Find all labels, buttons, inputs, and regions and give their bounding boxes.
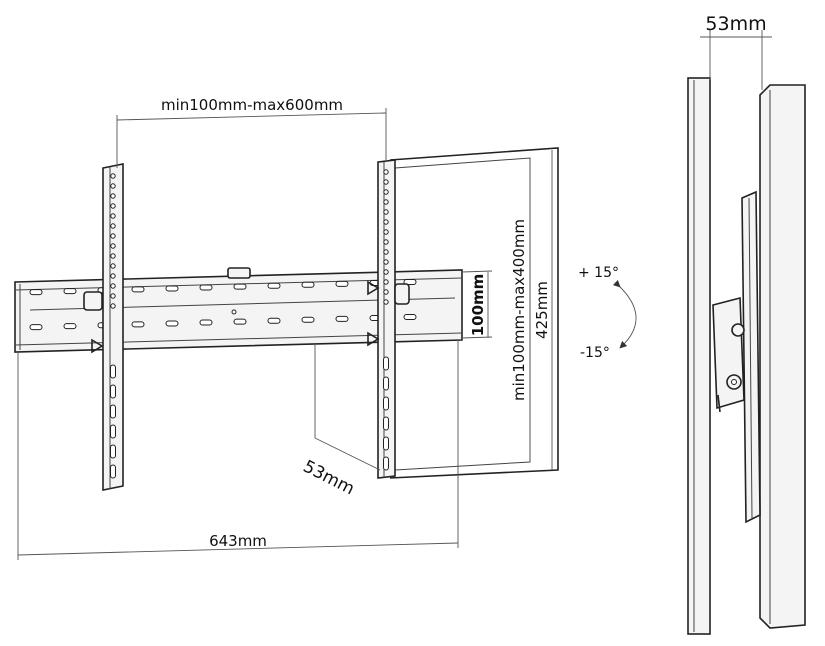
arm-hole <box>110 293 116 299</box>
arm-hole <box>110 273 116 279</box>
bracket-slot <box>267 317 281 324</box>
arm-hole <box>383 189 389 195</box>
arm-hole <box>110 233 116 239</box>
rail-spacing-label: 100mm <box>469 274 487 337</box>
bracket-slot <box>301 281 315 288</box>
arm-slot <box>383 436 389 451</box>
arm-hole <box>383 229 389 235</box>
arm-hole <box>110 193 116 199</box>
arm-hole <box>110 213 116 219</box>
arm-hole <box>110 253 116 259</box>
bracket-slot <box>63 288 77 295</box>
bracket-slot <box>131 321 145 328</box>
arm-slot <box>110 364 116 379</box>
left-vertical-arm <box>102 163 124 491</box>
arm-slot <box>383 396 389 411</box>
vesa-height-label: min100mm-max400mm <box>510 219 528 401</box>
bracket-slot <box>29 289 43 296</box>
bracket-slot <box>267 282 281 289</box>
arm-slot <box>383 376 389 391</box>
side-depth-dimension <box>700 30 772 90</box>
arm-slot <box>110 444 116 459</box>
arm-hole <box>383 289 389 295</box>
arm-hole <box>383 279 389 285</box>
side-wall <box>687 77 711 635</box>
width-dimension <box>17 340 459 560</box>
arm-slot <box>383 356 389 371</box>
vesa-width-label: min100mm-max600mm <box>161 96 343 114</box>
arm-slot <box>110 424 116 439</box>
arm-hole <box>110 173 116 179</box>
arm-hole <box>110 303 116 309</box>
depth-label: 53mm <box>300 457 358 500</box>
tilt-down-label: -15° <box>580 345 610 361</box>
arm-hole <box>383 299 389 305</box>
arm-holes <box>110 169 389 479</box>
arm-hole <box>383 219 389 225</box>
height-dimensions <box>529 150 553 470</box>
side-tv-panel <box>759 84 806 629</box>
side-depth-label: 53mm <box>705 13 766 35</box>
arm-hole <box>383 269 389 275</box>
bracket-slot <box>233 283 247 290</box>
arm-hole <box>383 259 389 265</box>
arm-hole <box>383 239 389 245</box>
bracket-slot <box>199 319 213 326</box>
bracket-slot <box>301 316 315 323</box>
height-label: 425mm <box>533 281 551 339</box>
width-label: 643mm <box>209 532 267 550</box>
side-view: 53mm <box>687 13 806 635</box>
arm-hole <box>383 209 389 215</box>
side-bracket <box>712 190 761 524</box>
arm-hole <box>110 223 116 229</box>
arm-hole <box>110 183 116 189</box>
arm-hole <box>383 179 389 185</box>
arm-hole <box>383 169 389 175</box>
arm-hole <box>383 199 389 205</box>
bracket-slot <box>403 314 417 321</box>
arm-hole <box>383 249 389 255</box>
lock-knobs <box>83 267 410 354</box>
tilt-up-label: + 15° <box>578 265 619 281</box>
bracket-slot <box>131 286 145 293</box>
arm-slot <box>383 416 389 431</box>
tilt-indicator: + 15° -15° <box>578 265 637 361</box>
arm-hole <box>110 263 116 269</box>
rail-spacing-dimension <box>461 270 493 339</box>
front-view: min100mm-max600mm 643mm 53mm 100mm min10… <box>14 96 559 560</box>
arm-slot <box>110 384 116 399</box>
arm-slot <box>383 456 389 471</box>
vesa-width-dimension <box>116 108 387 168</box>
bracket-slot <box>29 324 43 331</box>
arm-slot <box>110 464 116 479</box>
depth-dimension <box>314 345 381 471</box>
right-vertical-arm <box>377 159 396 479</box>
bracket-slot <box>199 284 213 291</box>
bracket-slot <box>335 315 349 322</box>
arm-hole <box>110 243 116 249</box>
bracket-slot <box>233 318 247 325</box>
arm-hole <box>110 283 116 289</box>
bracket-slot <box>165 285 179 292</box>
bracket-slot <box>63 323 77 330</box>
arm-slot <box>110 404 116 419</box>
bracket-slot <box>165 320 179 327</box>
bracket-slot <box>335 280 349 287</box>
arm-hole <box>110 203 116 209</box>
